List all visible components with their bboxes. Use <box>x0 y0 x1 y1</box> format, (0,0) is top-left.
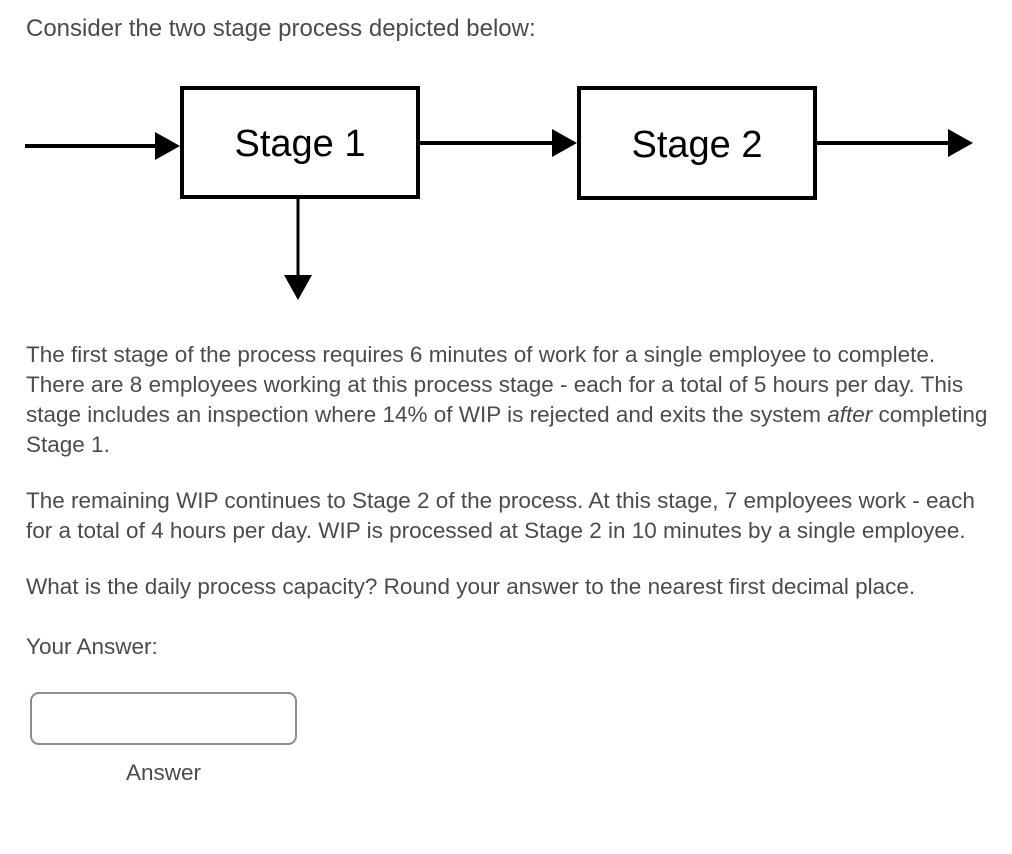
flow-arrow-out-head <box>948 129 973 157</box>
answer-input[interactable] <box>30 692 297 745</box>
paragraph-stage1-italic-word: after <box>827 402 873 427</box>
paragraph-stage1-text-end: completing Stage 1. <box>26 402 988 457</box>
paragraph-stage1-text: The first stage of the process requires … <box>26 342 964 427</box>
process-flow-diagram: Stage 1 Stage 2 <box>25 86 973 300</box>
question-page: Consider the two stage process depicted … <box>25 15 988 785</box>
answer-caption: Answer <box>125 760 202 785</box>
stage1-box <box>180 86 420 199</box>
question-intro: Consider the two stage process depicted … <box>26 15 536 42</box>
stage2-label: Stage 2 <box>632 124 763 166</box>
flow-arrow-mid-head <box>552 129 577 157</box>
paragraph-question: What is the daily process capacity? Roun… <box>26 574 916 599</box>
paragraph-stage1: The first stage of the process requires … <box>26 340 988 460</box>
paragraph-stage2: The remaining WIP continues to Stage 2 o… <box>26 488 975 543</box>
flow-arrow-in-head <box>155 132 180 160</box>
stage2-box <box>577 86 817 200</box>
stage1-label: Stage 1 <box>235 123 366 165</box>
reject-arrow-head <box>284 275 312 300</box>
your-answer-label: Your Answer: <box>26 634 158 659</box>
